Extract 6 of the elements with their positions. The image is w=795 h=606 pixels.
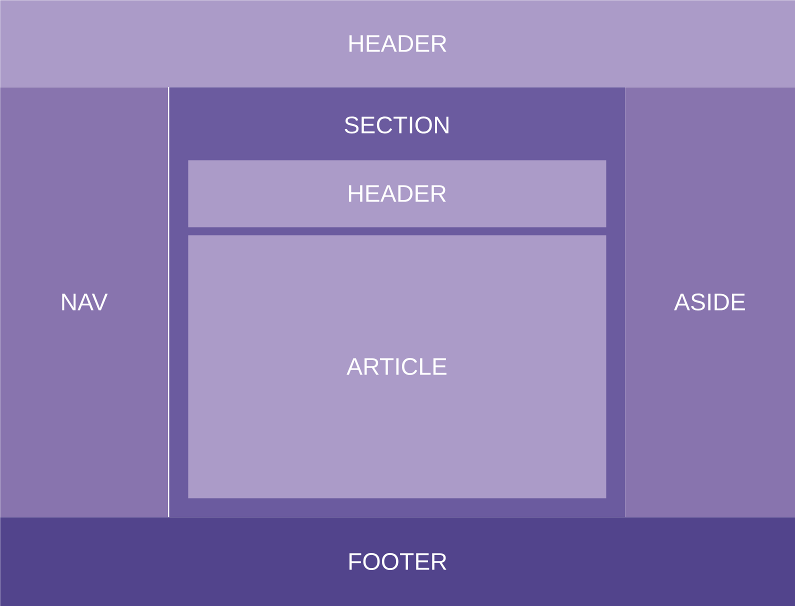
- article-box: ARTICLE: [188, 235, 606, 498]
- aside-column: ASIDE: [625, 87, 795, 518]
- header-band: HEADER: [0, 0, 795, 88]
- nav-column: NAV: [0, 87, 168, 518]
- header-box: HEADER: [188, 160, 606, 228]
- footer-band: FOOTER: [0, 517, 795, 606]
